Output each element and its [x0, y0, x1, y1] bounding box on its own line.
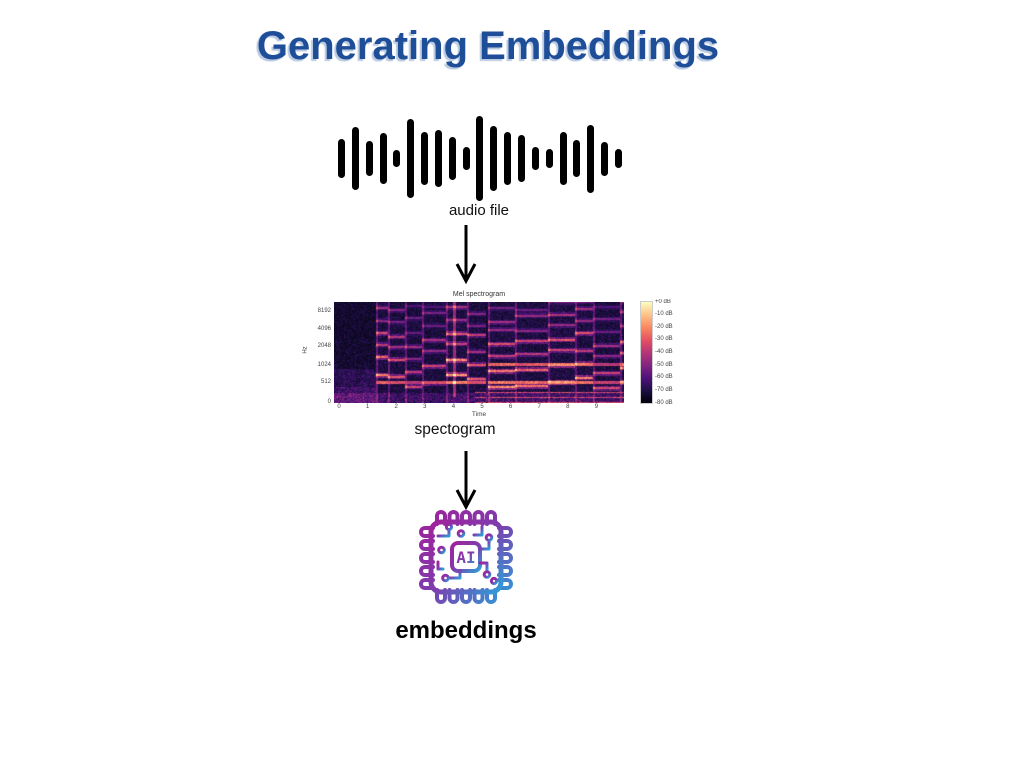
chip-traces: [436, 522, 499, 586]
waveform-bar: [601, 141, 609, 176]
colorbar-tick: -20 dB: [655, 323, 673, 330]
colorbar-tick: -10 dB: [655, 311, 673, 318]
spectrogram-title: Mel spectrogram: [452, 291, 506, 298]
y-tick: 8192: [317, 307, 331, 314]
audio-file-label: audio file: [448, 202, 510, 219]
y-tick: 512: [320, 379, 331, 386]
x-tick: 3: [423, 404, 427, 410]
colorbar-tick: -60 dB: [655, 374, 673, 381]
y-tick: 0: [327, 398, 331, 405]
waveform-bar: [351, 126, 359, 191]
slide-title: Generating Embeddings: [256, 24, 720, 68]
waveform-bar: [421, 131, 429, 186]
y-tick: 1024: [317, 361, 331, 368]
x-tick: 6: [508, 404, 513, 410]
chip-ai-text: AI: [456, 548, 475, 567]
arrow-down-icon-1: [455, 225, 477, 285]
x-tick: 4: [451, 404, 456, 410]
chip-body: [428, 519, 504, 595]
x-tick: 2: [394, 404, 398, 410]
waveform-bar: [614, 148, 622, 169]
chip-core: [450, 541, 482, 573]
colorbar-tick: -80 dB: [655, 399, 673, 406]
waveform-bar: [365, 140, 373, 177]
ai-chip-icon: AI: [419, 510, 513, 604]
waveform-bar: [559, 131, 567, 186]
waveform-bar: [545, 148, 553, 169]
waveform-bar: [462, 146, 470, 171]
x-tick: 9: [594, 404, 599, 410]
arrow-down-icon-2: [455, 451, 477, 510]
x-tick: 7: [537, 404, 541, 410]
colorbar-tick: -40 dB: [655, 349, 673, 355]
waveform-bar: [476, 116, 484, 201]
x-tick: 5: [480, 404, 484, 410]
x-tick: 8: [566, 404, 570, 410]
waveform-bar: [490, 125, 498, 192]
waveform-bar: [407, 118, 415, 199]
y-tick: 2048: [317, 343, 331, 350]
embeddings-label: embeddings: [395, 617, 537, 644]
colorbar-tick: -70 dB: [655, 386, 673, 393]
waveform-bar: [517, 135, 525, 182]
waveform-bar: [379, 133, 387, 184]
y-tick: 4096: [317, 325, 331, 332]
waveform-bar: [338, 139, 345, 178]
waveform-bar: [393, 150, 401, 167]
audio-waveform-icon: [338, 116, 622, 201]
waveform-bar: [448, 137, 456, 180]
colorbar-tick: -50 dB: [655, 361, 673, 368]
spectrogram-label: spectogram: [414, 421, 496, 438]
spectrogram-colorbar: [640, 301, 653, 404]
colorbar-tick: +0 dB: [655, 298, 671, 305]
colorbar-tick: -30 dB: [655, 336, 673, 343]
spectrogram-xlabel: Time: [471, 411, 487, 418]
waveform-bar: [434, 129, 442, 188]
x-tick: 1: [365, 404, 370, 410]
x-tick: 0: [337, 404, 341, 410]
waveform-bar: [531, 146, 539, 171]
waveform-bar: [587, 124, 595, 193]
waveform-bar: [504, 131, 512, 186]
waveform-bar: [573, 140, 581, 177]
spectrogram-heatmap: [334, 302, 624, 403]
chip-pins: [419, 510, 513, 604]
